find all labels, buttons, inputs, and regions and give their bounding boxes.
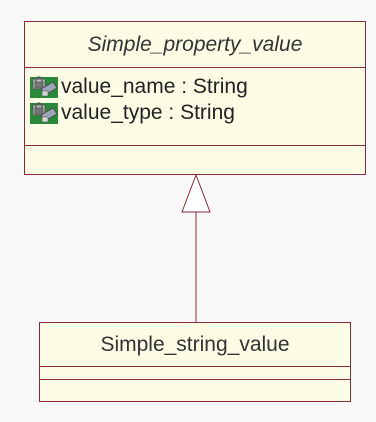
private-attribute-lock-icon (30, 75, 58, 98)
class-name: Simple_property_value (25, 22, 365, 68)
attribute-row[interactable]: value_name : String (25, 74, 365, 100)
private-attribute-lock-icon (30, 101, 58, 124)
attribute-row[interactable]: value_type : String (25, 100, 365, 126)
attributes-compartment: value_name : String value_type : String (25, 68, 365, 146)
attribute-text: value_type : String (61, 101, 235, 124)
attribute-text: value_name : String (61, 75, 248, 98)
class-simple-string-value[interactable]: Simple_string_value (39, 322, 351, 402)
class-name: Simple_string_value (40, 323, 350, 367)
class-simple-property-value[interactable]: Simple_property_value value_name : Strin… (24, 21, 366, 175)
generalization-arrowhead (181, 173, 211, 213)
attributes-compartment (40, 367, 350, 380)
